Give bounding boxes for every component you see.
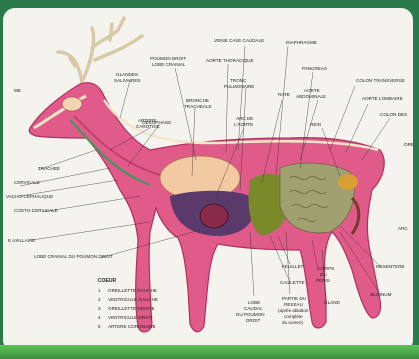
label-cephalique: VACHO-CEPHALIQUE — [6, 194, 53, 199]
label-ore: ORE — [404, 142, 414, 147]
label-bronche: BRONCHE — [186, 98, 209, 103]
label-aorte-abdo: AORTE — [304, 88, 320, 93]
label-costo: COSTO-CERVICALE — [14, 208, 58, 213]
label-arc: ARC DE — [236, 116, 253, 121]
label-gland: GLAND — [324, 300, 341, 305]
label-poumon-droit: POUMON DROIT — [150, 56, 186, 61]
label-lobe-cranial: LOBE CRANIAL DU POUMON DROIT — [34, 254, 113, 259]
label-poumon-droit-lobe: LOBE CRANIAL — [152, 62, 186, 67]
label-jejunum: JEJUNUM — [370, 292, 392, 297]
label-lobe-caudal-3: DU POUMON — [236, 312, 265, 317]
label-glandes-2: SALIVAIRES — [114, 78, 140, 83]
label-bronche-2: TRACHEALE — [184, 104, 212, 109]
label-aorte-thoracique: AORTE THORACIQUE — [206, 58, 254, 63]
label-tronc: TRONC — [230, 78, 247, 83]
legend-num-3: 3 — [98, 306, 101, 311]
label-arc-right: ARC — [398, 226, 408, 231]
legend-text-3: OREILLETTE DROITE — [108, 306, 155, 311]
label-trachee: TRACHEE — [38, 166, 60, 171]
label-lobe-caudal: LOBE — [248, 300, 260, 305]
label-aorte-lombaire: AORTE LOMBAIRE — [362, 96, 403, 101]
label-tronc-2: PULMONAIRE — [224, 84, 254, 89]
label-partie-5: du rumen) — [282, 320, 303, 325]
label-rate: RATE — [278, 92, 290, 97]
label-ame: ME — [14, 88, 21, 93]
label-colon-transverse: COLON TRANSVERSE — [356, 78, 405, 83]
label-partie-4: complète — [284, 314, 303, 319]
legend-text-1: OREILLETTE GAUCHE — [108, 288, 157, 293]
label-colon-desc: COLON DES — [380, 112, 407, 117]
label-veine-cave: VEINE CAVE CAUDALE — [214, 38, 264, 43]
legend-num-1: 1 — [98, 288, 101, 293]
grass-strip — [0, 345, 419, 359]
label-lobe-caudal-4: DROIT — [246, 318, 260, 323]
label-partie-2: RESEAU — [284, 302, 303, 307]
label-cervicale: CERVICALE — [14, 180, 40, 185]
label-partie: PARTIE DU — [282, 296, 306, 301]
legend-text-5: ARTERE CORONAIRE — [108, 324, 156, 329]
label-arc-2: L'AORTE — [234, 122, 253, 127]
label-axillaire: E AXILLAIRE — [8, 238, 35, 243]
label-aorte-abdo-2: ABDOMINALE — [296, 94, 326, 99]
label-diaphragme: DIAPHRAGME — [286, 40, 317, 45]
legend-title: COEUR — [98, 278, 116, 284]
label-corps-3: PENIS — [316, 278, 330, 283]
legend-num-4: 4 — [98, 315, 101, 320]
deer-body — [29, 83, 384, 332]
legend-num-2: 2 — [98, 297, 101, 302]
label-feuillet: FEUILLET — [282, 264, 304, 269]
legend-text-4: VENTRICULE DROIT — [108, 315, 153, 320]
label-oesophage: OESOPHAGE — [142, 120, 171, 125]
label-pancreas: PANCREAS — [302, 66, 327, 71]
label-corps-2: DU — [320, 272, 327, 277]
label-caillette: CAILLETTE — [280, 280, 305, 285]
label-mesentere: MESENTERE — [376, 264, 405, 269]
label-lobe-caudal-2: CAUDAL — [244, 306, 263, 311]
label-rein: REIN — [310, 122, 321, 127]
label-partie-3: (après ablation — [278, 308, 309, 313]
legend-text-2: VENTRICULE GAUCHE — [108, 297, 158, 302]
label-corps: CORPS — [318, 266, 334, 271]
label-glandes: GLANDES — [116, 72, 138, 77]
legend-num-5: 5 — [98, 324, 101, 329]
